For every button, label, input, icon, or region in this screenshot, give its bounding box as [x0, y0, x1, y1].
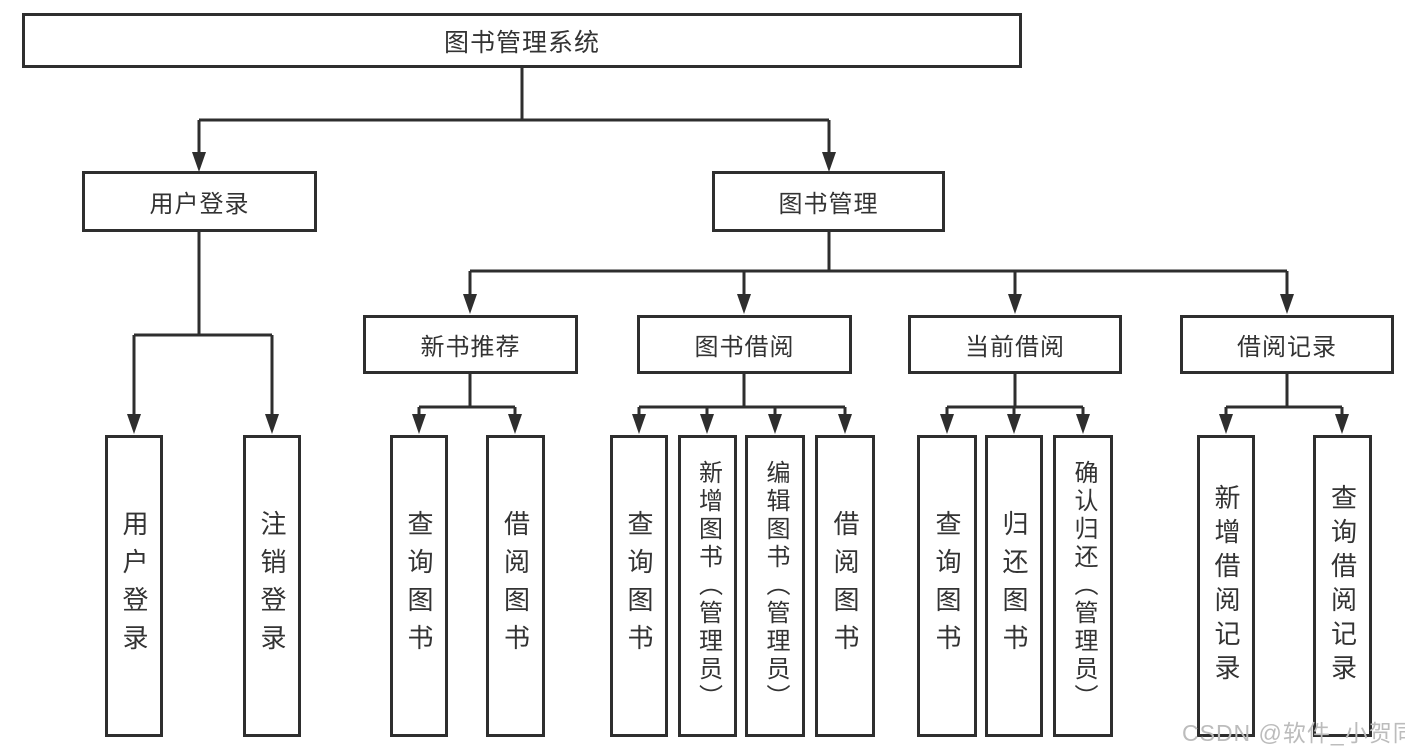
node-label: 新增借阅记录 [1211, 484, 1241, 688]
leaf-add-book-admin: 新增图书（管理员） [678, 435, 737, 737]
leaf-borrow-books-recommendation: 借阅图书 [486, 435, 545, 737]
leaf-borrow-books-borrowing: 借阅图书 [815, 435, 875, 737]
node-new-book-recommendation: 新书推荐 [363, 315, 578, 374]
node-current-borrowing: 当前借阅 [908, 315, 1122, 374]
leaf-edit-book-admin: 编辑图书（管理员） [745, 435, 805, 737]
node-label: 查询借阅记录 [1327, 484, 1358, 688]
node-label: 借阅图书 [500, 510, 531, 662]
node-label: 查询图书 [624, 510, 654, 662]
leaf-return-books: 归还图书 [985, 435, 1043, 737]
leaf-user-login: 用户登录 [105, 435, 163, 737]
node-label: 确认归还（管理员） [1070, 460, 1097, 712]
watermark: CSDN @软件_小贺同学 [1182, 720, 1405, 746]
node-label: 当前借阅 [965, 334, 1065, 361]
node-user-login: 用户登录 [82, 171, 317, 232]
node-label: 注销登录 [257, 510, 287, 662]
leaf-query-borrow-record: 查询借阅记录 [1313, 435, 1372, 737]
node-label: 查询图书 [932, 510, 962, 662]
node-label: 图书管理 [778, 191, 879, 218]
leaf-query-books-borrowing: 查询图书 [610, 435, 668, 737]
leaf-logout: 注销登录 [243, 435, 301, 737]
node-label: 用户登录 [119, 510, 149, 662]
node-label: 用户登录 [149, 191, 250, 218]
leaf-query-books-recommendation: 查询图书 [390, 435, 448, 737]
node-label: 查询图书 [404, 510, 434, 662]
leaf-confirm-return-admin: 确认归还（管理员） [1053, 435, 1113, 737]
node-label: 借阅图书 [830, 510, 860, 662]
node-book-borrowing: 图书借阅 [637, 315, 852, 374]
node-label: 图书管理系统 [443, 28, 600, 57]
node-label: 编辑图书（管理员） [762, 460, 789, 712]
node-book-management: 图书管理 [712, 171, 945, 232]
node-label: 图书借阅 [694, 334, 795, 361]
node-borrowing-records: 借阅记录 [1180, 315, 1394, 374]
node-label: 新书推荐 [420, 334, 521, 361]
node-label: 借阅记录 [1237, 334, 1337, 361]
leaf-add-borrow-record: 新增借阅记录 [1197, 435, 1255, 737]
leaf-query-books-current: 查询图书 [917, 435, 977, 737]
node-label: 新增图书（管理员） [694, 460, 722, 712]
node-label: 归还图书 [999, 510, 1029, 662]
node-library-management-system: 图书管理系统 [22, 13, 1022, 68]
